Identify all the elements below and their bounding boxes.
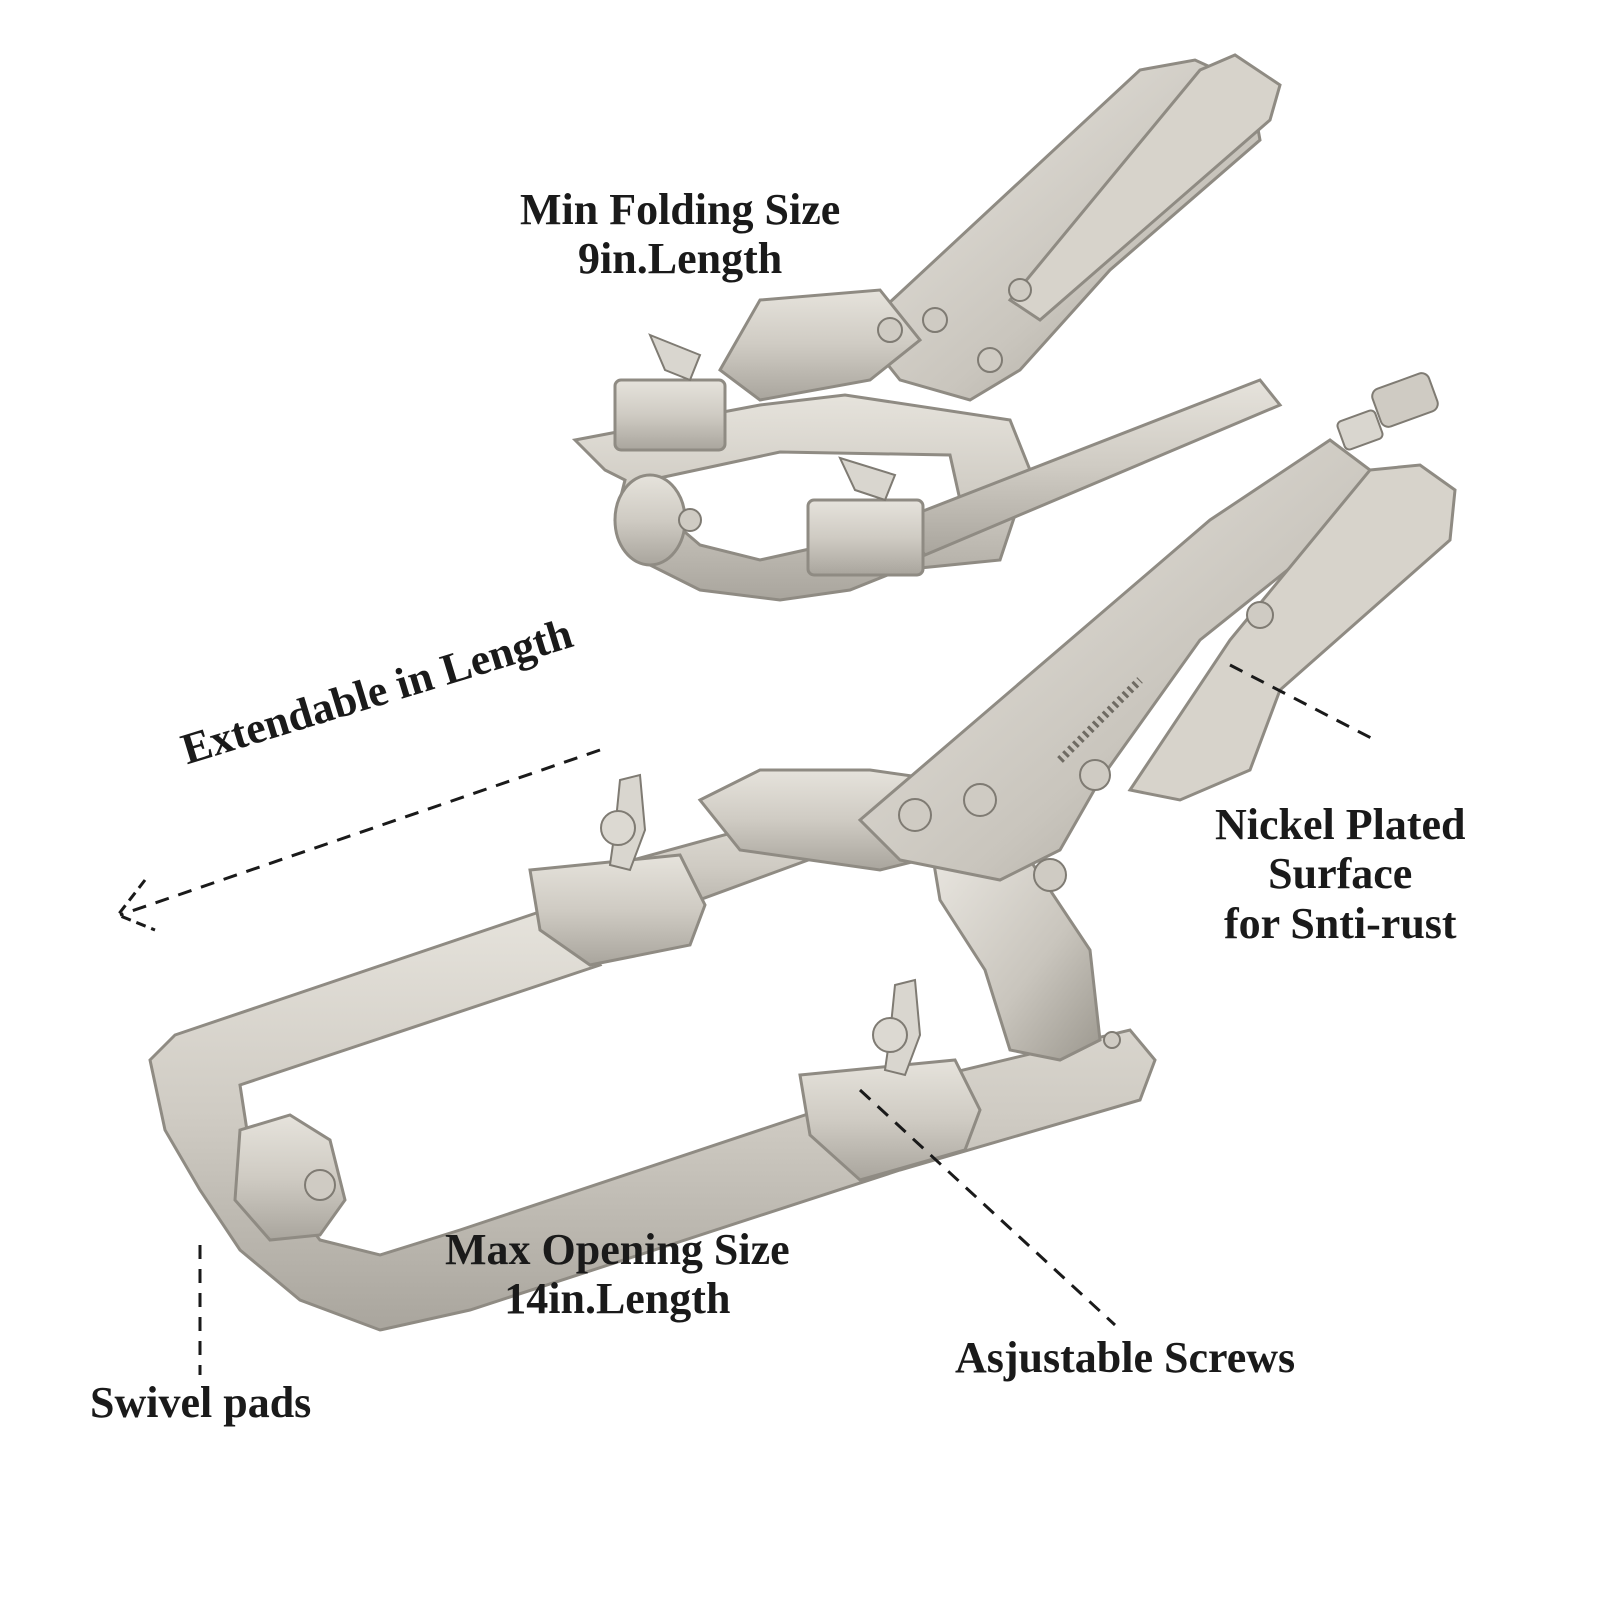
rivet bbox=[922, 307, 948, 333]
wing-screw bbox=[838, 456, 897, 502]
rivet bbox=[898, 798, 932, 832]
wing-screw-head bbox=[872, 1017, 908, 1053]
screws-callout-line bbox=[858, 1088, 1117, 1327]
slide-block bbox=[613, 378, 727, 452]
rivet bbox=[877, 317, 903, 343]
adjustable-screws-label: Asjustable Screws bbox=[955, 1333, 1295, 1382]
extend-arrow-line bbox=[119, 748, 601, 917]
slide-block bbox=[798, 1058, 982, 1182]
extend-arrow-head bbox=[115, 879, 156, 932]
folded-clamp-jaw bbox=[718, 288, 923, 402]
folded-clamp bbox=[571, 53, 1283, 602]
rivet bbox=[1246, 601, 1274, 629]
swivel-pad bbox=[613, 473, 687, 567]
nickel-line3: for Snti-rust bbox=[1223, 898, 1457, 948]
extended-clamp-frame bbox=[148, 903, 1157, 1332]
nickel-line1: Nickel Plated bbox=[1215, 800, 1466, 849]
extended-clamp bbox=[148, 372, 1457, 1332]
adjust-knob bbox=[1371, 372, 1439, 428]
extended-clamp-grip bbox=[1127, 463, 1457, 802]
rivet bbox=[1103, 1031, 1121, 1049]
adjust-screw bbox=[1336, 409, 1384, 451]
min-folding-size-line1: Min Folding Size bbox=[520, 185, 841, 234]
min-folding-size-label: Min Folding Size 9in.Length bbox=[520, 185, 840, 284]
swivel-text: Swivel pads bbox=[90, 1378, 312, 1427]
spring bbox=[1057, 677, 1143, 763]
rivet bbox=[1008, 278, 1032, 302]
max-opening-size-label: Max Opening Size 14in.Length bbox=[445, 1225, 790, 1324]
nickel-line2: Surface bbox=[1268, 849, 1413, 899]
rivet bbox=[963, 783, 997, 817]
extended-clamp-handle bbox=[857, 438, 1372, 882]
rivet bbox=[1033, 858, 1067, 892]
slide-block bbox=[806, 498, 925, 577]
slide-block bbox=[528, 853, 707, 967]
folded-clamp-grip bbox=[1007, 53, 1282, 322]
nickel-plated-label: Nickel Plated Surface for Snti-rust bbox=[1215, 800, 1466, 948]
rivet bbox=[304, 1169, 336, 1201]
rivet bbox=[1079, 759, 1111, 791]
wing-screw bbox=[648, 333, 702, 382]
nickel-callout-line bbox=[1229, 663, 1376, 742]
min-folding-size-line2: 9in.Length bbox=[578, 234, 783, 284]
swivel-pad bbox=[233, 1113, 347, 1242]
callout-lines bbox=[119, 663, 1376, 1375]
max-opening-line1: Max Opening Size bbox=[445, 1225, 790, 1274]
wing-screw-head bbox=[600, 810, 636, 846]
rivet bbox=[977, 347, 1003, 373]
rivet bbox=[678, 508, 702, 532]
swivel-pads-label: Swivel pads bbox=[90, 1378, 311, 1427]
max-opening-line2: 14in.Length bbox=[504, 1274, 731, 1324]
screws-text: Asjustable Screws bbox=[955, 1333, 1296, 1382]
